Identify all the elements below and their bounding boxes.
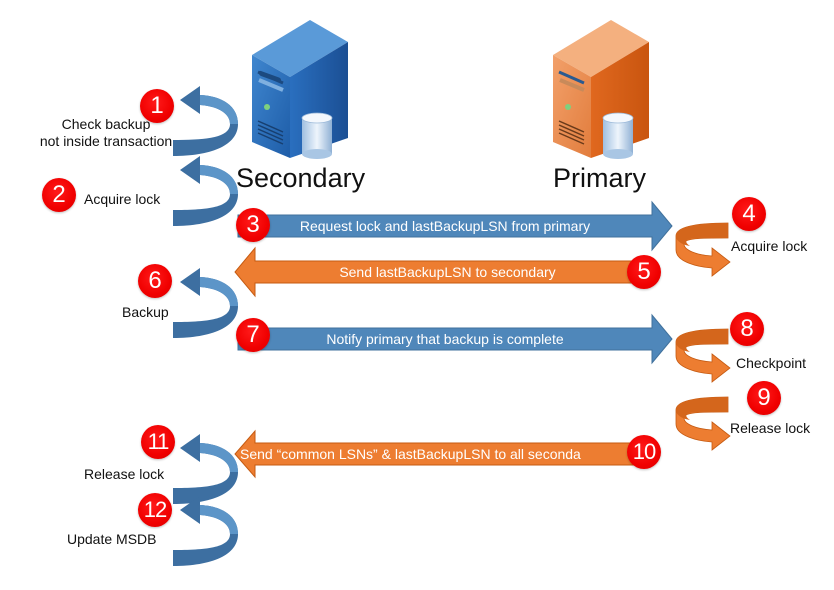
step-badge-11: 11 xyxy=(141,425,175,459)
step-badge-4: 4 xyxy=(732,197,766,231)
step-badge-1: 1 xyxy=(140,89,174,123)
message-label-5: Send lastBackupLSN to secondary xyxy=(339,264,556,280)
message-arrow-3 xyxy=(237,200,673,252)
message-label-7: Notify primary that backup is complete xyxy=(326,331,564,347)
secondary-server-icon xyxy=(252,20,348,159)
step-badge-12: 12 xyxy=(138,493,172,527)
step-badge-7: 7 xyxy=(236,318,270,352)
message-arrow-10 xyxy=(234,429,641,479)
message-label-10: Send “common LSNs” & lastBackupLSN to al… xyxy=(240,446,581,462)
message-label-3: Request lock and lastBackupLSN from prim… xyxy=(299,218,591,234)
step-label-12: Update MSDB xyxy=(67,531,157,547)
message-arrow-7 xyxy=(237,313,673,365)
self-loop-arrow-4 xyxy=(675,222,731,277)
step-badge-3: 3 xyxy=(236,208,270,242)
step-badge-5: 5 xyxy=(627,255,661,289)
self-loop-arrow-1 xyxy=(173,86,238,156)
self-loop-arrow-12 xyxy=(173,496,238,566)
primary-server-title: Primary xyxy=(553,163,646,193)
step-label-1-line-2: not inside transaction xyxy=(39,133,173,149)
message-arrow-5 xyxy=(234,246,641,298)
self-loop-arrow-2 xyxy=(173,156,238,226)
step-label-8: Checkpoint xyxy=(736,355,807,371)
self-loop-arrow-11 xyxy=(173,434,238,504)
step-label-6: Backup xyxy=(122,304,169,320)
step-badge-10: 10 xyxy=(627,435,661,469)
secondary-server-title: Secondary xyxy=(236,163,366,193)
step-label-11: Release lock xyxy=(84,466,165,482)
step-badge-6: 6 xyxy=(138,264,172,298)
primary-server-icon xyxy=(553,20,649,159)
step-label-9: Release lock xyxy=(730,420,811,436)
step-badge-8: 8 xyxy=(730,312,764,346)
step-label-1: Check backup not inside transaction xyxy=(36,116,176,150)
self-loop-arrow-9 xyxy=(675,396,731,451)
self-loop-arrow-8 xyxy=(675,328,731,383)
step-badge-2: 2 xyxy=(42,178,76,212)
step-badge-9: 9 xyxy=(747,381,781,415)
step-label-1-line-1: Check backup xyxy=(61,116,151,132)
self-loop-arrow-6 xyxy=(173,268,238,338)
step-label-4: Acquire lock xyxy=(731,238,808,254)
step-label-2: Acquire lock xyxy=(84,191,161,207)
